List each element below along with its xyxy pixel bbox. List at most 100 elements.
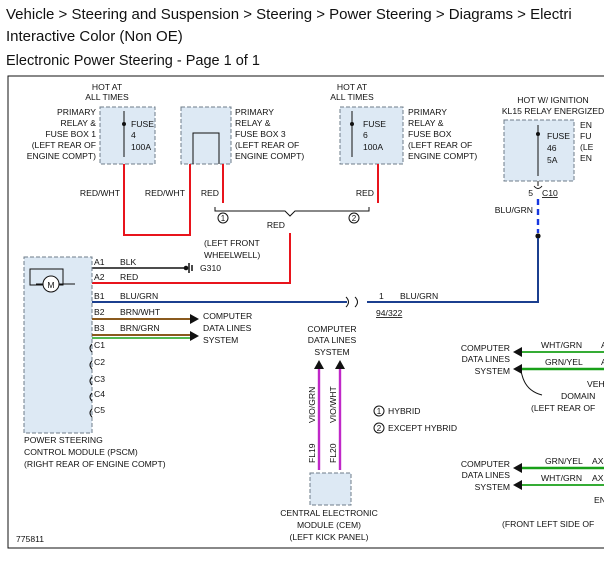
red-wire-to-pscm-a2 [92,233,291,284]
wire-label-wht-grn-2: WHT/GRN [541,473,582,483]
fuse-box-1-outline [99,106,156,165]
kl15-hot-2: KL15 RELAY ENERGIZED [502,106,604,116]
ground-location-2: WHEELWELL) [204,250,260,260]
wire-label-red-2: RED [356,188,374,198]
connector-fl20: FL20 [328,443,338,463]
cem-label-2: MODULE (CEM) [297,520,361,530]
wire-label-blk: BLK [120,257,137,267]
fuse-box-1-hot-2: ALL TIMES [85,92,129,102]
pscm-label-1: POWER STEERING [24,435,103,445]
right-data-lines-2: COMPUTER DATA LINES SYSTEM GRN/YEL WHT/G… [461,456,604,529]
arrow-up-icon [314,360,324,369]
pscm-data-lines: BRN/WHT BRN/GRN COMPUTER DATA LINES SYST… [92,307,252,345]
legend-mark-1 [373,405,385,417]
fuse-box-6-hot-1: HOT AT [337,82,368,92]
cdl-pscm-2: DATA LINES [203,323,252,333]
breadcrumb-current[interactable]: Interactive Color (Non OE) [6,28,183,45]
wire-label-vio-wht: VIO/WHT [328,385,338,423]
fuse-box-6-outline [339,106,404,165]
cdl-right1-3: SYSTEM [475,366,510,376]
kl15-box-outline [503,119,575,182]
right-cut-ax2: AX [592,473,604,483]
arrow-right-icon [190,314,199,324]
cem-label-1: CENTRAL ELECTRONIC [280,508,378,518]
option-mark-1 [217,212,229,224]
pscm-pin-a1: A1 [94,257,105,267]
fuse-4-rating: 100A [131,142,151,152]
wire-label-grn-yel-2: GRN/YEL [545,456,583,466]
right-cut-a1: A [601,340,604,350]
option-mark-2 [348,212,360,224]
legend-mark-1-text: 1 [377,407,382,416]
right-cut-front-left: (FRONT LEFT SIDE OF [502,519,594,529]
c10-pin: 5 [528,188,533,198]
inline-connector-id: 94/322 [376,308,403,318]
fuse-box-3-desc-3: FUSE BOX 3 [235,129,286,139]
option-mark-1-text: 1 [221,214,226,223]
cdl-pscm-1: COMPUTER [203,311,252,321]
wire-label-vio-grn: VIO/GRN [307,387,317,423]
ground-id: G310 [200,263,221,273]
wiring-diagram: HOT AT ALL TIMES PRIMARY RELAY & FUSE BO… [7,75,604,585]
red-wht-loop-wire [123,164,191,236]
wire-label-red-wht-1: RED/WHT [80,188,121,198]
fuse-box-3-desc-2: RELAY & [235,118,271,128]
legend-hybrid: HYBRID [388,406,420,416]
breadcrumb: Vehicle > Steering and Suspension > Stee… [6,4,604,48]
wire-label-blu-grn-right: BLU/GRN [400,291,438,301]
legend-except-hybrid: EXCEPT HYBRID [388,423,457,433]
right-cut-a2: A [601,357,604,367]
cem-circuit: COMPUTER DATA LINES SYSTEM VIO/GRN VIO/W… [280,324,378,542]
fuse-box-3: PRIMARY RELAY & FUSE BOX 3 (LEFT REAR OF… [180,106,304,165]
inline-connector-symbol [345,296,358,308]
inline-connector-pin: 1 [379,291,384,301]
legend-mark-2-text: 2 [377,424,382,433]
cem-label-3: (LEFT KICK PANEL) [290,532,369,542]
pscm-pin-c5: C5 [94,405,105,415]
pscm-pin-a2: A2 [94,272,105,282]
arrow-right-icon-2 [190,331,199,341]
option-mark-2-text: 2 [352,214,357,223]
cdl-right1-2: DATA LINES [462,354,511,364]
fuse-6-number: 6 [363,130,368,140]
fuse-box-6: HOT AT ALL TIMES FUSE 6 100A PRIMARY REL… [330,82,477,165]
pscm-pin-b3: B3 [94,323,105,333]
right-cut-domain: DOMAIN [561,391,595,401]
cem-outline [309,472,352,506]
wire-label-red-1: RED [201,188,219,198]
wire-label-wht-grn-1: WHT/GRN [541,340,582,350]
arrow-left-icon-2 [513,364,522,374]
arrow-left-icon [513,347,522,357]
ground-g310: (LEFT FRONT WHEELWELL) G310 [92,238,260,273]
wire-label-grn-yel-1: GRN/YEL [545,357,583,367]
breadcrumb-path[interactable]: Vehicle > Steering and Suspension > Stee… [6,6,572,23]
cdl-right2-2: DATA LINES [462,470,511,480]
fuse-46-number: 46 [547,143,557,153]
fuse-46-terminal [536,132,540,136]
fuse-4-terminal [122,122,126,126]
fuse-box-1: HOT AT ALL TIMES PRIMARY RELAY & FUSE BO… [27,82,156,165]
right-module-edge-1 [520,369,543,396]
wire-label-blu-grn-top: BLU/GRN [495,205,533,215]
right-cut-ax1: AX [592,456,604,466]
cdl-right2-1: COMPUTER [461,459,510,469]
fuse-box-3-desc-1: PRIMARY [235,107,274,117]
fuse-box-3-desc-4: (LEFT REAR OF [235,140,299,150]
wire-label-red-wht-2: RED/WHT [145,188,186,198]
cdl-cem-3: SYSTEM [314,347,349,357]
motor-symbol: M [47,280,54,290]
wire-label-red-a2: RED [120,272,138,282]
kl15-hot-1: HOT W/ IGNITION [517,95,588,105]
blu-grn-circuit: 5 C10 BLU/GRN 1 BLU/GRN 94/322 [92,181,558,318]
kl15-fuse-box: HOT W/ IGNITION KL15 RELAY ENERGIZED FUS… [502,95,604,182]
figure-id: 775811 [16,534,44,544]
fuse-46-rating: 5A [547,155,558,165]
cdl-pscm-3: SYSTEM [203,335,238,345]
fuse-6-label: FUSE [363,119,386,129]
arrow-left-icon-4 [513,480,522,490]
cdl-cem-1: COMPUTER [307,324,356,334]
right-cut-veh: VEH [587,379,604,389]
ground-junction [183,265,189,271]
connector-fl19: FL19 [307,443,317,463]
fuse-box-3-desc-5: ENGINE COMPT) [235,151,304,161]
